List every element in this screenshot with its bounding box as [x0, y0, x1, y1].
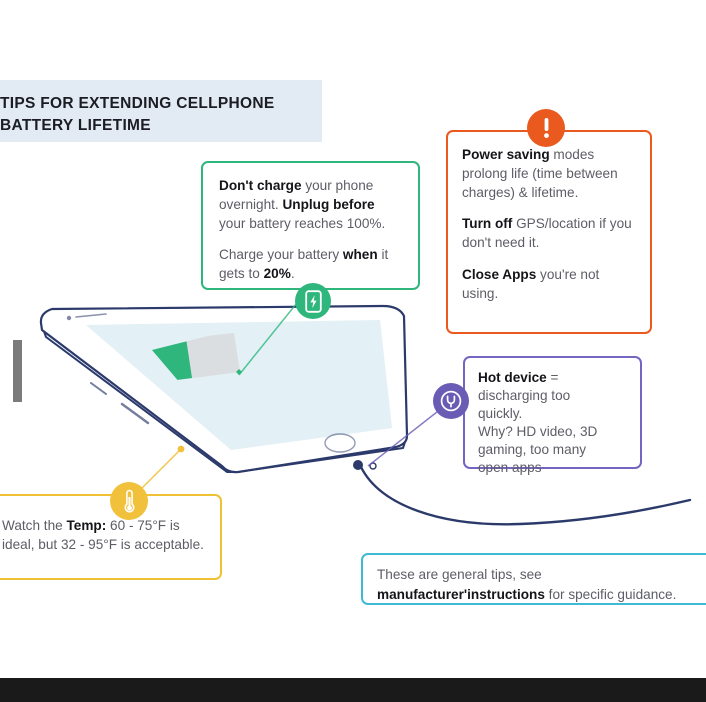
- callout-power-saving-paragraph-1: Power saving modes prolong life (time be…: [462, 146, 638, 202]
- page-title: TIPS FOR EXTENDING CELLPHONE BATTERY LIF…: [0, 80, 322, 142]
- front-camera: [66, 315, 72, 321]
- leader-anchor-temperature: [177, 445, 185, 453]
- callout-hot-device-bold-1: Hot device: [478, 370, 547, 385]
- phone-screen: [86, 320, 392, 450]
- leader-anchor-charging: [236, 369, 242, 375]
- callout-hot-device-line-2: discharging too: [478, 388, 571, 404]
- battery-track: [152, 333, 240, 386]
- callout-charging-bold-4: 20%: [263, 266, 291, 281]
- thermometer-badge: [110, 482, 148, 520]
- callout-charging-bold-3: when: [342, 247, 378, 263]
- callout-power-saving-paragraph-2: Turn off GPS/location if you don't need …: [462, 215, 638, 253]
- callout-disclaimer-bold-2: instructions: [467, 586, 545, 602]
- battery-charging-badge: [295, 283, 331, 319]
- callout-power-saving-bold-3: Close Apps: [462, 266, 537, 282]
- bottom-letterbox-bar: [0, 678, 706, 702]
- callout-power-saving-text-3: you're not using.: [462, 266, 600, 301]
- power-plug-badge: [433, 383, 469, 419]
- callout-temperature-text-1: Watch the: [2, 518, 67, 533]
- callout-temperature-paragraph-1: Watch the Temp: 60 - 75°F is ideal, but …: [2, 516, 208, 555]
- callout-power-saving-bold-2: Turn off: [462, 216, 513, 232]
- callout-disclaimer-bold-1: manufacturer': [377, 586, 468, 602]
- callout-temperature-bold-1: Temp:: [66, 518, 107, 533]
- headphone-jack: [369, 462, 377, 470]
- callout-charging-paragraph-1: Don't charge your phone overnight. Unplu…: [219, 177, 404, 233]
- callout-power-saving-text-1: modes prolong life (time between charges…: [462, 147, 618, 200]
- callout-charging-paragraph-2: Charge your battery when it gets to 20%.: [219, 246, 404, 284]
- callout-charging-text-3: Charge your battery: [219, 247, 343, 263]
- callout-hot-device-line-3: quickly.: [478, 406, 523, 422]
- earpiece-speaker: [75, 313, 107, 318]
- callout-charging-bold-1: Don't charge: [219, 178, 302, 193]
- callout-hot-device-text-1: =: [546, 370, 559, 385]
- volume-buttons: [90, 382, 107, 395]
- callout-disclaimer: These are general tips, see manufacturer…: [361, 553, 706, 605]
- callout-hot-device-line-4: Why? HD video, 3D: [478, 424, 598, 440]
- callout-disclaimer-text-1: These are general tips, see: [377, 567, 542, 582]
- exclamation-icon: [543, 118, 549, 138]
- phone-body: [39, 304, 409, 474]
- callout-temperature-text-2: 60 - 75°F is ideal, but 32 - 95°F is acc…: [2, 518, 204, 553]
- power-plug-icon: [440, 390, 462, 412]
- charge-port: [353, 460, 363, 470]
- callout-power-saving-paragraph-3: Close Apps you're not using.: [462, 266, 638, 304]
- battery-charging-icon: [304, 289, 322, 313]
- left-edge-scroll-fragment: [13, 340, 22, 402]
- battery-indicator: [152, 333, 240, 386]
- callout-hot-device-paragraph-1: Hot device =: [478, 369, 630, 387]
- callout-power-saving-bold-1: Power saving: [462, 147, 550, 162]
- phone-side: [40, 322, 408, 473]
- callout-charging-text-4: it gets to: [219, 247, 389, 281]
- callout-charging-bold-2: Unplug before: [282, 196, 375, 212]
- callout-charging-text-2: your battery reaches 100%.: [219, 215, 386, 231]
- power-button: [120, 402, 150, 425]
- callout-hot-device: Hot device = discharging too quickly. Wh…: [463, 356, 642, 475]
- callout-charging: Don't charge your phone overnight. Unplu…: [201, 161, 420, 290]
- callout-power-saving-text-2: GPS/location if you don't need it.: [462, 216, 632, 250]
- callout-power-saving: Power saving modes prolong life (time be…: [446, 130, 652, 334]
- page-title-text: TIPS FOR EXTENDING CELLPHONE BATTERY LIF…: [0, 95, 275, 134]
- exclamation-badge: [527, 109, 565, 147]
- callout-disclaimer-paragraph-1: These are general tips, see manufacturer…: [377, 565, 705, 604]
- callout-charging-text-1: your phone overnight.: [219, 178, 374, 212]
- callout-disclaimer-text-2: for specific guidance.: [544, 586, 677, 602]
- battery-fill: [152, 338, 192, 386]
- thermometer-icon: [124, 489, 134, 512]
- callout-charging-text-5: .: [290, 266, 295, 281]
- callout-hot-device-line-6: open apps: [478, 460, 542, 476]
- home-button: [324, 433, 356, 453]
- callout-hot-device-line-5: gaming, too many: [478, 442, 587, 458]
